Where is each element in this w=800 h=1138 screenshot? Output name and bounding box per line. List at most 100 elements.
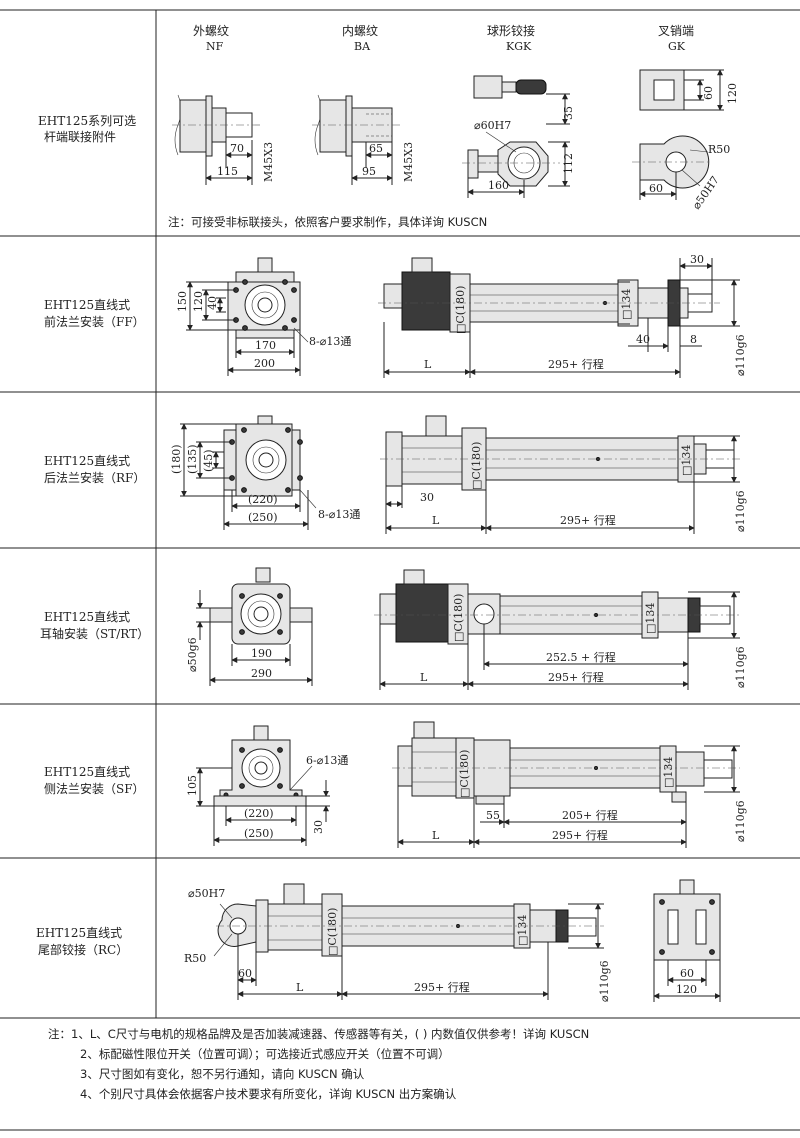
nf-d2: 115 xyxy=(217,165,238,178)
ff-label-1: EHT125直线式 xyxy=(44,298,130,312)
rf-end-view xyxy=(180,415,317,530)
rc-rod: ⌀110g6 xyxy=(598,960,611,1002)
kgk-bore: ⌀60H7 xyxy=(474,119,511,132)
sf-w250: (250) xyxy=(244,827,274,840)
ff-L: L xyxy=(424,358,432,371)
note-1: 注：1、L、C尺寸与电机的规格品牌及是否加装减速器、传感器等有关，( ) 内数值… xyxy=(48,1027,589,1041)
st-label-2: 耳轴安装（ST/RT） xyxy=(40,626,149,641)
rf-label-1: EHT125直线式 xyxy=(44,454,130,468)
sf-rod: ⌀110g6 xyxy=(734,800,747,842)
sf-side-view xyxy=(392,721,740,848)
nf-drawing xyxy=(172,94,262,185)
ff-stroke: 295+ 行程 xyxy=(548,358,604,371)
st-sq: □134 xyxy=(644,603,657,634)
gk-radius: R50 xyxy=(708,143,730,156)
rc-stroke: 295+ 行程 xyxy=(414,981,470,994)
rc-radius: R50 xyxy=(184,952,206,965)
gk-name: 叉销端 xyxy=(658,24,694,38)
rc-side-view xyxy=(213,883,604,1000)
st-end-view xyxy=(196,567,313,686)
ff-d30: 30 xyxy=(690,253,704,266)
st-L: L xyxy=(420,671,428,684)
sf-w220: (220) xyxy=(244,807,274,820)
ff-d8: 8 xyxy=(690,333,697,346)
ff-end-view xyxy=(186,257,309,376)
st-pin: ⌀50g6 xyxy=(186,637,199,672)
ff-w170: 170 xyxy=(255,339,276,352)
rf-c: □C(180) xyxy=(470,442,483,490)
gk-d1: 60 xyxy=(702,86,715,100)
rf-sq: □134 xyxy=(680,445,693,476)
sf-c: □C(180) xyxy=(458,750,471,798)
st-c: □C(180) xyxy=(452,594,465,642)
kgk-code: KGK xyxy=(506,40,532,53)
table-grid xyxy=(0,9,800,1131)
sf-stroke2: 295+ 行程 xyxy=(552,829,608,842)
st-stroke1: 252.5 + 行程 xyxy=(546,651,616,664)
attachments-note: 注：可接受非标联接头，依照客户要求制作，具体详询 KUSCN xyxy=(168,215,487,229)
ba-d1: 65 xyxy=(369,142,383,155)
ba-thread: M45X3 xyxy=(402,142,415,182)
attachments-label-2: 杆端联接附件 xyxy=(44,129,116,144)
rf-w250: (250) xyxy=(248,511,278,524)
note-3: 3、尺寸图如有变化，恕不另行通知，请向 KUSCN 确认 xyxy=(80,1067,365,1081)
st-w190: 190 xyxy=(251,647,272,660)
sf-label-1: EHT125直线式 xyxy=(44,765,130,779)
sf-L: L xyxy=(432,829,440,842)
kgk-d2: 112 xyxy=(562,153,575,174)
rc-e120: 120 xyxy=(676,983,697,996)
rf-d30: 30 xyxy=(420,491,434,504)
st-stroke2: 295+ 行程 xyxy=(548,671,604,684)
ff-side-view xyxy=(378,257,740,378)
rf-h180: (180) xyxy=(170,444,183,474)
rf-label-2: 后法兰安装（RF） xyxy=(44,470,145,485)
st-rod: ⌀110g6 xyxy=(734,646,747,688)
nf-code: NF xyxy=(206,40,224,53)
ba-drawing xyxy=(312,94,402,185)
rf-w220: (220) xyxy=(248,493,278,506)
kgk-d3: 160 xyxy=(488,179,509,192)
rf-stroke: 295+ 行程 xyxy=(560,514,616,527)
kgk-name: 球形铰接 xyxy=(487,23,535,38)
rc-sq: □134 xyxy=(516,915,529,946)
kgk-d1: 35 xyxy=(562,106,575,120)
sf-label-2: 侧法兰安装（SF） xyxy=(44,781,145,796)
gk-d3: 60 xyxy=(649,182,663,195)
rf-rod: ⌀110g6 xyxy=(734,490,747,532)
ff-sq: □134 xyxy=(620,289,633,320)
kgk-drawing xyxy=(462,75,570,198)
rf-side-view xyxy=(380,415,742,534)
ff-holes: 8-⌀13通 xyxy=(309,335,351,348)
nf-thread: M45X3 xyxy=(262,142,275,182)
nf-name: 外螺纹 xyxy=(193,24,229,38)
ba-name: 内螺纹 xyxy=(342,24,378,38)
sf-d55: 55 xyxy=(486,809,500,822)
ff-c: □C(180) xyxy=(454,286,467,334)
ff-rod: ⌀110g6 xyxy=(734,334,747,376)
rf-h135: (135) xyxy=(186,444,199,474)
rc-L: L xyxy=(296,981,304,994)
rc-c: □C(180) xyxy=(326,908,339,956)
gk-drawing xyxy=(632,69,724,200)
ba-code: BA xyxy=(354,40,371,53)
rf-L: L xyxy=(432,514,440,527)
st-w290: 290 xyxy=(251,667,272,680)
ba-d2: 95 xyxy=(362,165,376,178)
sf-h105: 105 xyxy=(186,775,199,796)
sf-holes: 6-⌀13通 xyxy=(306,754,348,767)
ff-h40: 40 xyxy=(206,296,219,310)
ff-w200: 200 xyxy=(254,357,275,370)
sf-h30: 30 xyxy=(312,820,325,834)
gk-code: GK xyxy=(668,40,686,53)
st-side-view xyxy=(374,569,740,690)
rc-e60: 60 xyxy=(680,967,694,980)
rc-end-view xyxy=(653,879,721,1002)
sf-end-view xyxy=(196,725,330,846)
rc-d60: 60 xyxy=(238,967,252,980)
note-2: 2、标配磁性限位开关（位置可调）；可选接近式感应开关（位置不可调） xyxy=(80,1047,450,1061)
ff-label-2: 前法兰安装（FF） xyxy=(44,314,145,329)
note-4: 4、个别尺寸具体会依据客户技术要求有所变化，详询 KUSCN 出方案确认 xyxy=(80,1087,457,1101)
rc-bore: ⌀50H7 xyxy=(188,887,225,900)
rf-h45: (45) xyxy=(202,449,215,472)
